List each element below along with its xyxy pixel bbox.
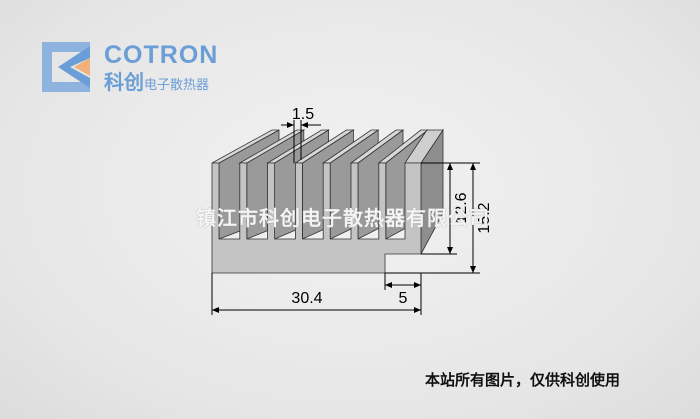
watermark: 镇江市科创电子散热器有限公司 <box>196 206 490 230</box>
dim-notch: 5 <box>399 290 408 307</box>
dim-total-height: 15.2 <box>476 202 493 233</box>
dim-fin-height: 12.6 <box>453 192 470 223</box>
brand-cn-sub: 电子散热器 <box>144 78 210 93</box>
brand-cn-name: 科创 <box>104 70 144 94</box>
brand-cn: 科创电子散热器 <box>104 66 209 95</box>
dim-fin-thickness: 1.5 <box>292 106 314 123</box>
dim-width: 30.4 <box>291 290 322 307</box>
arrowheads <box>212 122 476 313</box>
heatsink-profile <box>211 128 444 274</box>
footer-notice: 本站所有图片，仅供科创使用 <box>425 371 621 389</box>
brand-name: COTRON <box>104 41 219 69</box>
cotron-logo-icon <box>42 42 90 92</box>
dimension-lines <box>211 120 480 315</box>
front-face <box>211 162 422 274</box>
